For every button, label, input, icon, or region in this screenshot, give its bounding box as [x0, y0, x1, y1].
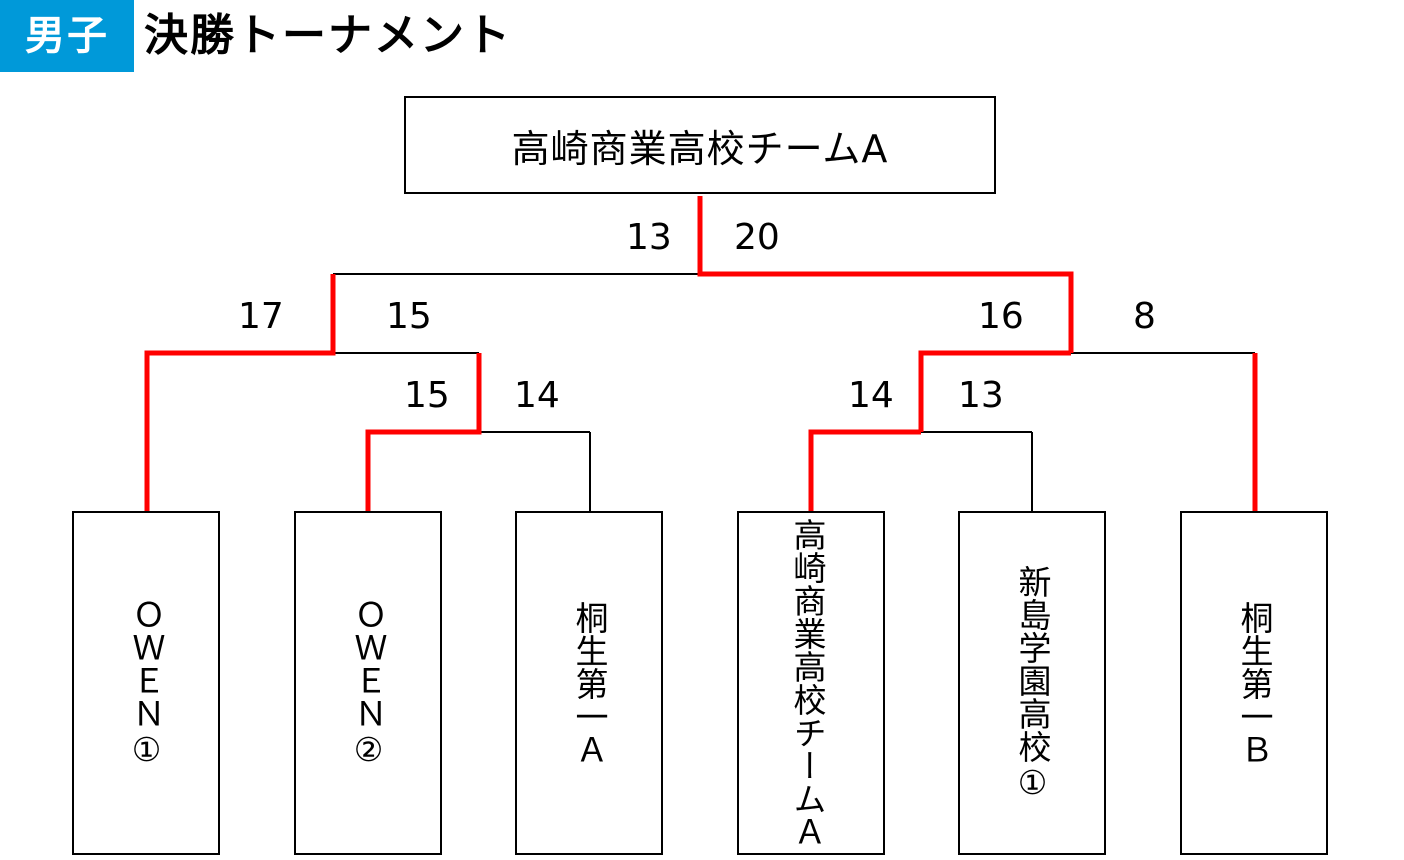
team-box-1: ＯＷＥＮ①: [72, 511, 220, 855]
score-qf-right-right: 13: [958, 375, 1004, 416]
score-final-right: 20: [734, 217, 780, 258]
score-qf-right-left: 14: [848, 375, 894, 416]
winner-path-sf-left: [144, 274, 336, 511]
winner-path-qf-right: [808, 429, 921, 511]
score-sf-left-left: 17: [238, 296, 284, 337]
team-name: 新島学園高校①: [1013, 564, 1052, 802]
team-name: ＯＷＥＮ②: [349, 597, 388, 769]
score-sf-right-right: 8: [1133, 296, 1156, 337]
gender-badge: 男子: [0, 0, 134, 72]
score-sf-right-left: 16: [978, 296, 1024, 337]
winner-path-qf-left: [365, 353, 482, 511]
team-box-6: 桐生第一Ｂ: [1180, 511, 1328, 855]
score-final-left: 13: [626, 217, 672, 258]
score-qf-left-right: 14: [514, 375, 560, 416]
score-sf-left-right: 15: [386, 296, 432, 337]
champion-box: 高崎商業高校チームA: [404, 96, 996, 194]
team-box-2: ＯＷＥＮ②: [294, 511, 442, 855]
winner-path-final: [697, 196, 1074, 353]
team-name: 桐生第一Ａ: [570, 600, 609, 766]
page-title: 決勝トーナメント: [144, 10, 512, 61]
team-name-line1: 高崎商業高校: [788, 518, 827, 716]
champion-name: 高崎商業高校チームA: [511, 126, 889, 171]
team-box-4: 高崎商業高校 チームＡ: [737, 511, 885, 855]
score-qf-left-left: 15: [404, 375, 450, 416]
team-box-5: 新島学園高校①: [958, 511, 1106, 855]
winner-path-sf-right: [918, 350, 1071, 432]
team-name-line2: チームＡ: [788, 716, 827, 848]
team-name: ＯＷＥＮ①: [127, 597, 166, 769]
team-box-3: 桐生第一Ａ: [515, 511, 663, 855]
team-name: 桐生第一Ｂ: [1235, 600, 1274, 766]
